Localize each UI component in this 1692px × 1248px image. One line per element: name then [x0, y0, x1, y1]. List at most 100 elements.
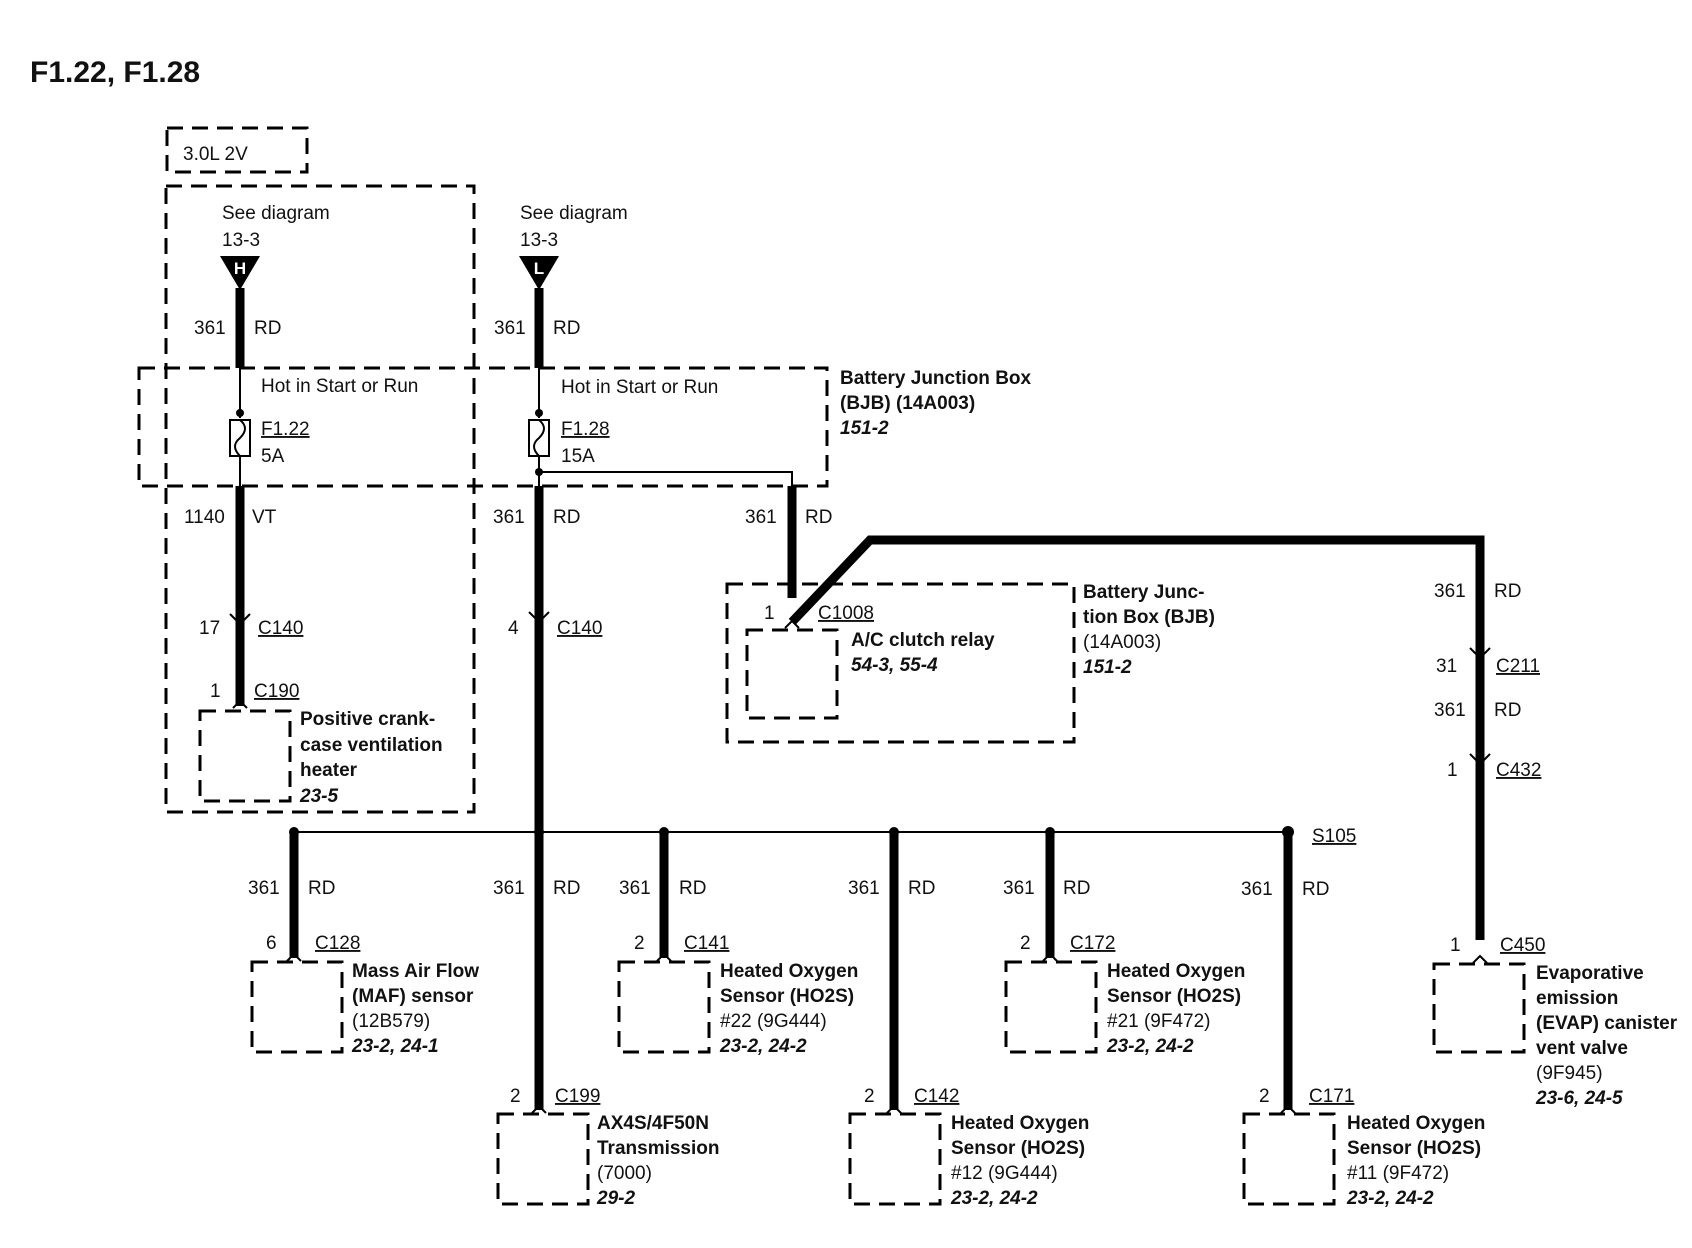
source-h-letter: H: [234, 259, 246, 278]
ho2s-11-pin: 2: [1259, 1086, 1270, 1107]
c211-conn: C211: [1496, 656, 1540, 677]
ho2s-12-color: RD: [908, 878, 935, 899]
bjb-right-name-1: Battery Junc-: [1083, 582, 1204, 603]
source-l-ref: 13-3: [520, 230, 558, 251]
ho2s-21-name-2: Sensor (HO2S): [1107, 986, 1241, 1007]
c432-conn: C432: [1496, 760, 1541, 781]
ho2s-12-name-2: Sensor (HO2S): [951, 1138, 1085, 1159]
c140-left-pin: 17: [199, 618, 220, 639]
maf-circuit: 361: [248, 878, 280, 899]
bjb-top-name-1: Battery Junction Box: [840, 368, 1032, 389]
relay-ref: 54-3, 55-4: [851, 655, 938, 676]
maf-conn: C128: [315, 933, 360, 954]
ho2s-22-box: [617, 960, 711, 1054]
evap-ref: 23-6, 24-5: [1535, 1088, 1623, 1109]
source-h-circuit: 361: [194, 318, 226, 339]
ho2s-22-circuit: 361: [619, 878, 651, 899]
transmission-conn: C199: [555, 1086, 600, 1107]
c432-chevron: [1469, 753, 1491, 766]
ho2s-21-box: [1004, 960, 1098, 1054]
transmission-circuit: 361: [493, 878, 525, 899]
pcv-name-2: case ventilation: [300, 735, 443, 756]
ho2s-12-name-1: Heated Oxygen: [951, 1113, 1089, 1134]
ho2s-11-chevron: [1280, 1104, 1296, 1114]
relay-conn: C1008: [818, 603, 874, 624]
evap-name-4: vent valve: [1536, 1038, 1628, 1059]
ho2s-21-chevron: [1042, 952, 1058, 962]
evap-pin: 1: [1450, 935, 1461, 956]
transmission-pin: 2: [510, 1086, 521, 1107]
evap-color-2: RD: [1494, 700, 1521, 721]
transmission-ref: 29-2: [596, 1188, 635, 1209]
ho2s-22-name-2: Sensor (HO2S): [720, 986, 854, 1007]
pcv-pin: 1: [210, 681, 221, 702]
ho2s-12-chevron: [886, 1104, 902, 1114]
wire-relay-color: RD: [805, 507, 832, 528]
ho2s-21-conn: C172: [1070, 933, 1115, 954]
pcv-name-1: Positive crank-: [300, 709, 435, 730]
bjb-right-name-2: tion Box (BJB): [1083, 607, 1215, 628]
source-l-color: RD: [553, 318, 580, 339]
ho2s-12-conn: C142: [914, 1086, 959, 1107]
engine-tag: 3.0L 2V: [183, 144, 248, 165]
wire-vt-color: VT: [252, 507, 277, 528]
ho2s-22-name-1: Heated Oxygen: [720, 961, 858, 982]
source-h-triangle: [220, 256, 260, 290]
ho2s-11-ref: 23-2, 24-2: [1346, 1188, 1434, 1209]
ho2s-11-color: RD: [1302, 879, 1329, 900]
ho2s-21-circuit: 361: [1003, 878, 1035, 899]
evap-conn: C450: [1500, 935, 1545, 956]
splice-label: S105: [1312, 826, 1356, 847]
ho2s-21-ref: 23-2, 24-2: [1106, 1036, 1194, 1057]
ho2s-12-circuit: 361: [848, 878, 880, 899]
c140-right-pin: 4: [508, 618, 519, 639]
bjb-right-ref: 151-2: [1083, 657, 1132, 678]
ho2s-11-name-3: #11 (9F472): [1347, 1163, 1449, 1184]
ho2s-21-name-1: Heated Oxygen: [1107, 961, 1245, 982]
fuse-f128-name: F1.28: [561, 419, 610, 440]
page-title: F1.22, F1.28: [30, 56, 200, 89]
transmission-box: [496, 1112, 590, 1206]
bjb-branch-wire: [539, 471, 793, 486]
maf-ref: 23-2, 24-1: [351, 1036, 439, 1057]
ho2s-12-ref: 23-2, 24-2: [950, 1188, 1038, 1209]
ho2s-11-box: [1242, 1112, 1336, 1206]
c140-right-chevron: [528, 611, 550, 624]
ho2s-22-conn: C141: [684, 933, 729, 954]
maf-name-2: (MAF) sensor: [352, 986, 474, 1007]
evap-valve-box: [1432, 962, 1526, 1054]
fuse-f122-node: [236, 409, 244, 417]
evap-circuit-1: 361: [1434, 581, 1466, 602]
ho2s-11-circuit: 361: [1241, 879, 1273, 900]
pcv-name-3: heater: [300, 760, 358, 781]
source-h-see: See diagram: [222, 203, 330, 224]
hot-text-left: Hot in Start or Run: [261, 376, 418, 397]
ho2s-11-name-2: Sensor (HO2S): [1347, 1138, 1481, 1159]
wire-evap-heavy: [788, 535, 1485, 940]
bjb-top-name-2: (BJB) (14A003): [840, 393, 975, 414]
maf-sensor-box: [250, 960, 344, 1054]
pcv-ref: 23-5: [299, 786, 338, 807]
wire-center-circuit: 361: [493, 507, 525, 528]
c140-right-conn: C140: [557, 618, 602, 639]
evap-name-1: Evaporative: [1536, 963, 1644, 984]
fuse-f122-element: [234, 419, 246, 457]
ho2s-12-name-3: #12 (9G444): [951, 1163, 1058, 1184]
c140-left-chevron: [229, 613, 251, 626]
hot-text-right: Hot in Start or Run: [561, 377, 718, 398]
evap-circuit-2: 361: [1434, 700, 1466, 721]
maf-pin: 6: [266, 933, 277, 954]
transmission-chevron: [531, 1104, 547, 1114]
ho2s-22-pin: 2: [634, 933, 645, 954]
engine-region-box: [164, 184, 476, 814]
maf-name-1: Mass Air Flow: [352, 961, 479, 982]
transmission-color: RD: [553, 878, 580, 899]
evap-color-1: RD: [1494, 581, 1521, 602]
ho2s-21-name-3: #21 (9F472): [1107, 1011, 1211, 1032]
c211-chevron: [1469, 647, 1491, 660]
maf-name-3: (12B579): [352, 1011, 430, 1032]
bjb-right-box: [725, 582, 1076, 744]
fuse-f122-rating: 5A: [261, 446, 285, 467]
ho2s-11-name-1: Heated Oxygen: [1347, 1113, 1485, 1134]
